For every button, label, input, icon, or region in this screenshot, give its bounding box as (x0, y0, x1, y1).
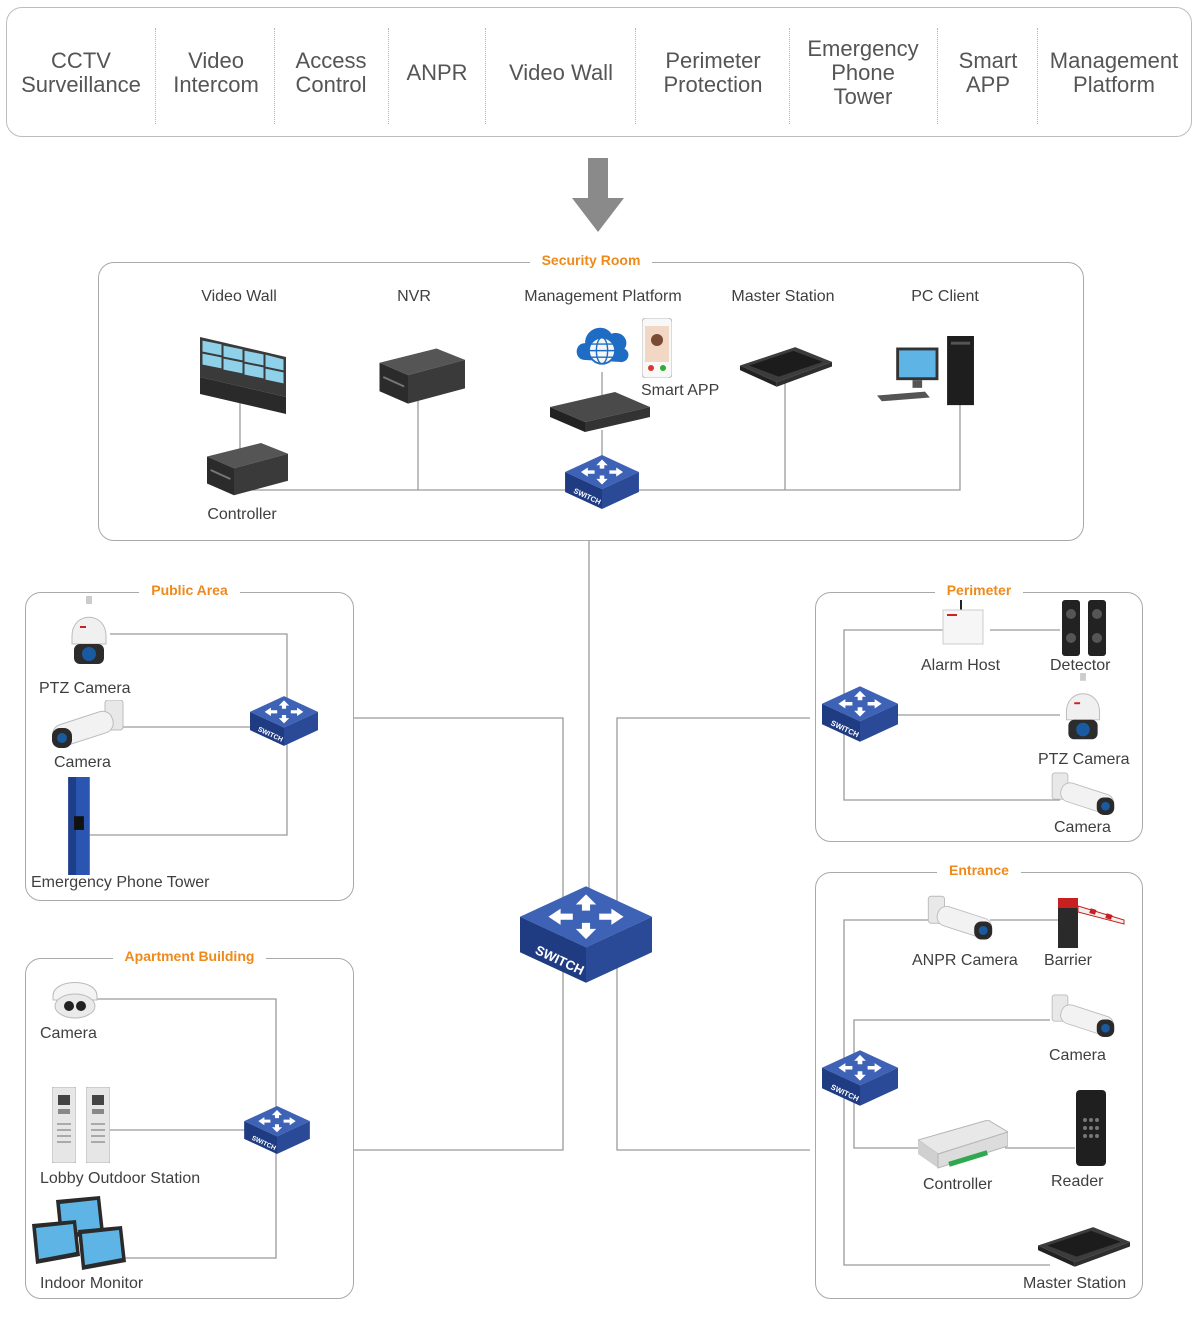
category-management-platform: Management Platform (1049, 48, 1179, 97)
divider (937, 28, 938, 124)
switch-icon (244, 1106, 310, 1154)
divider (274, 28, 275, 124)
label-camera: Camera (40, 1025, 97, 1042)
label-detector: Detector (1050, 657, 1111, 674)
panel-apartment-building: Apartment Building (25, 948, 354, 1299)
category-anpr: ANPR (406, 60, 468, 85)
label-anpr-camera: ANPR Camera (912, 952, 1018, 969)
core-switch-icon (520, 886, 652, 983)
smartphone-icon (642, 318, 672, 378)
solution-category-bar: CCTV Surveillance Video Intercom Access … (6, 7, 1192, 137)
category-cctv-surveillance: CCTV Surveillance (21, 48, 141, 97)
label-management-platform: Management Platform (524, 288, 682, 305)
alarm-host-icon (940, 600, 986, 646)
master-station-icon (1038, 1224, 1130, 1268)
bullet-camera-icon (1046, 772, 1116, 822)
anpr-camera-icon (922, 895, 994, 947)
panel-title: Perimeter (934, 582, 1024, 598)
label-pc-client: PC Client (911, 288, 979, 305)
video-wall-icon (198, 332, 288, 417)
label-controller: Controller (923, 1176, 993, 1193)
card-reader-icon (1076, 1090, 1106, 1166)
bullet-camera-icon (50, 700, 130, 755)
switch-icon (822, 1050, 898, 1106)
dome-camera-icon (50, 976, 100, 1021)
bullet-camera-icon (1046, 994, 1116, 1044)
divider (485, 28, 486, 124)
category-video-intercom: Video Intercom (173, 48, 259, 97)
lobby-outdoor-station-icon (52, 1087, 76, 1163)
divider (635, 28, 636, 124)
panel-perimeter: Perimeter (815, 582, 1143, 842)
platform-server-icon (550, 392, 650, 432)
cloud-platform-icon (572, 318, 632, 372)
ptz-camera-icon (64, 596, 114, 676)
divider (155, 28, 156, 124)
label-smart-app: Smart APP (641, 382, 720, 399)
detector-icon (1060, 598, 1110, 658)
switch-icon (250, 696, 318, 746)
panel-title: Apartment Building (112, 948, 267, 964)
label-indoor-monitor: Indoor Monitor (40, 1275, 144, 1292)
divider (388, 28, 389, 124)
indoor-monitor-icon (32, 1220, 80, 1264)
indoor-monitor-icon (78, 1226, 126, 1270)
label-lobby-outdoor-station: Lobby Outdoor Station (40, 1170, 201, 1187)
barrier-icon (1056, 894, 1126, 949)
divider (1037, 28, 1038, 124)
label-reader: Reader (1051, 1173, 1104, 1190)
master-station-icon (740, 345, 832, 387)
pc-client-icon (872, 336, 978, 408)
label-ptz-camera: PTZ Camera (39, 680, 131, 697)
label-master-station: Master Station (731, 288, 835, 305)
label-camera: Camera (54, 754, 111, 771)
divider (789, 28, 790, 124)
panel-title: Security Room (529, 252, 653, 268)
label-barrier: Barrier (1044, 952, 1093, 969)
panel-title: Entrance (937, 862, 1021, 878)
label-camera: Camera (1049, 1047, 1106, 1064)
label-ptz-camera: PTZ Camera (1038, 751, 1130, 768)
label-nvr: NVR (397, 288, 431, 305)
label-alarm-host: Alarm Host (921, 657, 1001, 674)
panel-title: Public Area (139, 582, 240, 598)
category-perimeter-protection: Perimeter Protection (663, 48, 763, 97)
category-emergency-phone-tower: Emergency Phone Tower (807, 36, 919, 109)
label-camera: Camera (1054, 819, 1111, 836)
label-emergency-phone-tower: Emergency Phone Tower (31, 874, 210, 891)
down-arrow-icon (572, 158, 624, 232)
nvr-icon (370, 348, 465, 406)
category-video-wall: Video Wall (509, 60, 613, 85)
label-controller: Controller (207, 506, 277, 523)
access-controller-icon (918, 1120, 1008, 1170)
panel-entrance: Entrance (815, 862, 1143, 1299)
switch-icon (565, 455, 639, 509)
panel-security-room: Security Room (98, 252, 1084, 541)
label-video-wall: Video Wall (201, 288, 277, 305)
category-access-control: Access Control (295, 48, 367, 97)
panel-public-area: Public Area (25, 582, 354, 901)
category-smart-app: Smart APP (958, 48, 1018, 97)
label-master-station: Master Station (1023, 1275, 1127, 1292)
emergency-phone-tower-icon (66, 777, 92, 875)
ptz-camera-icon (1058, 673, 1108, 751)
lobby-outdoor-station-icon (86, 1087, 110, 1163)
switch-icon (822, 686, 898, 742)
controller-icon (198, 440, 288, 500)
